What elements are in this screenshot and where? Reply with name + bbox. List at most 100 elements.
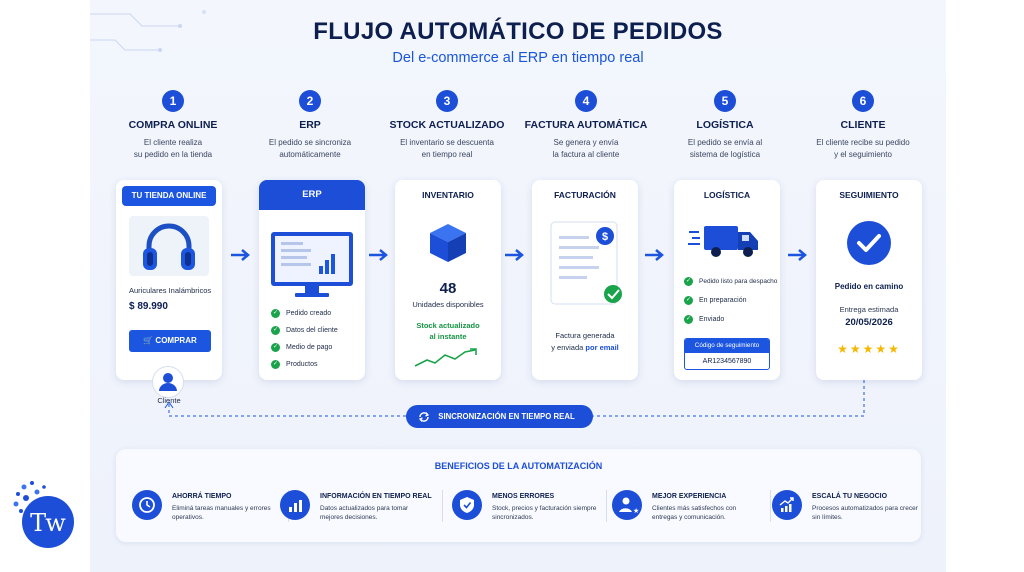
tw-logo: Tw (13, 481, 74, 548)
step-3-header: 3 STOCK ACTUALIZADO El inventario se des… (377, 90, 517, 161)
check-icon: ✓ (271, 326, 280, 335)
invoice-label: FACTURACIÓN (554, 190, 616, 200)
step-number: 5 (714, 90, 736, 112)
step-number: 6 (852, 90, 874, 112)
invoice-document-icon: $ (550, 221, 622, 305)
benefits-title: BENEFICIOS DE LA AUTOMATIZACIÓN (434, 461, 603, 471)
growth-chart-icon (772, 490, 802, 520)
benefit-title: ESCALÁ TU NEGOCIO (812, 493, 888, 500)
tracking-code: AR1234567890 (702, 358, 752, 365)
check-icon: ✓ (271, 360, 280, 369)
shop-header[interactable]: TU TIENDA ONLINE (122, 186, 216, 206)
flow-arrow-icon (231, 249, 250, 261)
step-title: ERP (299, 119, 321, 131)
benefit-item: AHORRÁ TIEMPO Eliminá tareas manuales y … (132, 490, 282, 530)
page-subtitle: Del e-commerce al ERP en tiempo real (392, 50, 644, 66)
step-title: COMPRA ONLINE (128, 119, 218, 131)
clock-icon (132, 490, 162, 520)
check-icon: ✓ (271, 343, 280, 352)
tracking-card-label: SEGUIMIENTO (839, 190, 899, 200)
buy-button[interactable]: 🛒 COMPRAR (129, 330, 211, 352)
check-icon: ✓ (684, 296, 693, 305)
svg-text:$: $ (602, 231, 608, 243)
cart-icon: 🛒 (143, 336, 154, 345)
svg-text:★: ★ (633, 507, 639, 515)
list-item: ✓Enviado (684, 315, 725, 324)
page-title: FLUJO AUTOMÁTICO DE PEDIDOS (313, 18, 723, 45)
shop-card: TU TIENDA ONLINE Auriculares Inalámbrico… (116, 180, 222, 380)
benefit-title: MEJOR EXPERIENCIA (652, 493, 727, 500)
benefit-text: Datos actualizados para tomar mejores de… (320, 505, 409, 522)
list-item: ✓Datos del cliente (271, 326, 338, 335)
decorative-circuit-lines (90, 10, 206, 52)
truck-icon (688, 226, 758, 257)
tracking-code-box: Código de seguimiento AR1234567890 (684, 338, 770, 370)
infographic-canvas: FLUJO AUTOMÁTICO DE PEDIDOS Del e-commer… (90, 0, 946, 572)
chart-icon (280, 490, 310, 520)
tracking-card: SEGUIMIENTO Pedido en camino Entrega est… (816, 180, 922, 380)
inventory-card: INVENTARIO 48 Unidades disponibles Stock… (395, 180, 501, 380)
sync-realtime-pill: SINCRONIZACIÓN EN TIEMPO REAL (406, 405, 593, 428)
stock-count: 48 (439, 280, 457, 297)
step-title: CLIENTE (840, 119, 886, 131)
benefit-item: INFORMACIÓN EN TIEMPO REAL Datos actuali… (280, 490, 432, 530)
list-item: ✓Productos (271, 360, 318, 369)
benefit-text: Clientes más satisfechos con entregas y … (652, 505, 737, 522)
logistics-label: LOGÍSTICA (703, 190, 751, 200)
client-avatar (152, 366, 184, 398)
box-icon (430, 224, 466, 262)
flow-arrow-icon (788, 249, 807, 261)
invoice-card: FACTURACIÓN $ Factura generada y enviada… (532, 180, 638, 380)
step-title: FACTURA AUTOMÁTICA (524, 119, 648, 131)
sync-label: SINCRONIZACIÓN EN TIEMPO REAL (438, 412, 575, 421)
benefit-item: ★ MEJOR EXPERIENCIA Clientes más satisfe… (612, 490, 762, 530)
erp-check-list: ✓Pedido creado ✓Datos del cliente ✓Medio… (271, 305, 338, 373)
benefits-panel: BENEFICIOS DE LA AUTOMATIZACIÓN AHORRÁ T… (116, 449, 921, 542)
divider (606, 490, 607, 522)
list-item: ✓Medio de pago (271, 343, 333, 352)
step-title: LOGÍSTICA (696, 119, 754, 131)
divider (442, 490, 443, 522)
svg-text:Tw: Tw (30, 509, 66, 537)
erp-header: ERP (259, 180, 365, 210)
eta-date: 20/05/2026 (845, 317, 893, 328)
benefit-title: MENOS ERRORES (492, 493, 555, 500)
check-circle-icon (847, 221, 891, 265)
product-price: $ 89.990 (129, 301, 168, 312)
headphones-icon (143, 223, 195, 270)
step-number: 4 (575, 90, 597, 112)
check-icon: ✓ (684, 277, 693, 286)
erp-card: ERP ✓Pedido creado ✓Datos del cliente ✓M… (259, 180, 365, 380)
product-name: Auriculares Inalámbricos (129, 286, 212, 295)
flow-arrow-icon (505, 249, 524, 261)
trend-line-icon (414, 348, 477, 367)
invoice-status: Factura generada y enviada por email (551, 331, 619, 352)
buy-button-label: COMPRAR (155, 336, 197, 345)
benefit-title: INFORMACIÓN EN TIEMPO REAL (320, 493, 432, 500)
logistics-check-list: ✓Pedido listo para despacho ✓En preparac… (684, 272, 777, 329)
monitor-icon (271, 232, 353, 297)
flow-arrow-icon (369, 249, 388, 261)
benefit-item: MENOS ERRORES Stock, precios y facturaci… (452, 490, 602, 530)
check-icon: ✓ (684, 315, 693, 324)
tracking-label: Código de seguimiento (685, 339, 769, 353)
flow-arrow-icon (645, 249, 664, 261)
list-item: ✓En preparación (684, 296, 747, 305)
divider (770, 490, 771, 522)
step-number: 1 (162, 90, 184, 112)
user-icon (159, 373, 177, 391)
shield-check-icon (452, 490, 482, 520)
user-star-icon: ★ (612, 490, 642, 520)
list-item: ✓Pedido listo para despacho (684, 277, 778, 286)
product-image (129, 216, 209, 276)
benefit-text: Stock, precios y facturación siempre sin… (492, 505, 597, 522)
